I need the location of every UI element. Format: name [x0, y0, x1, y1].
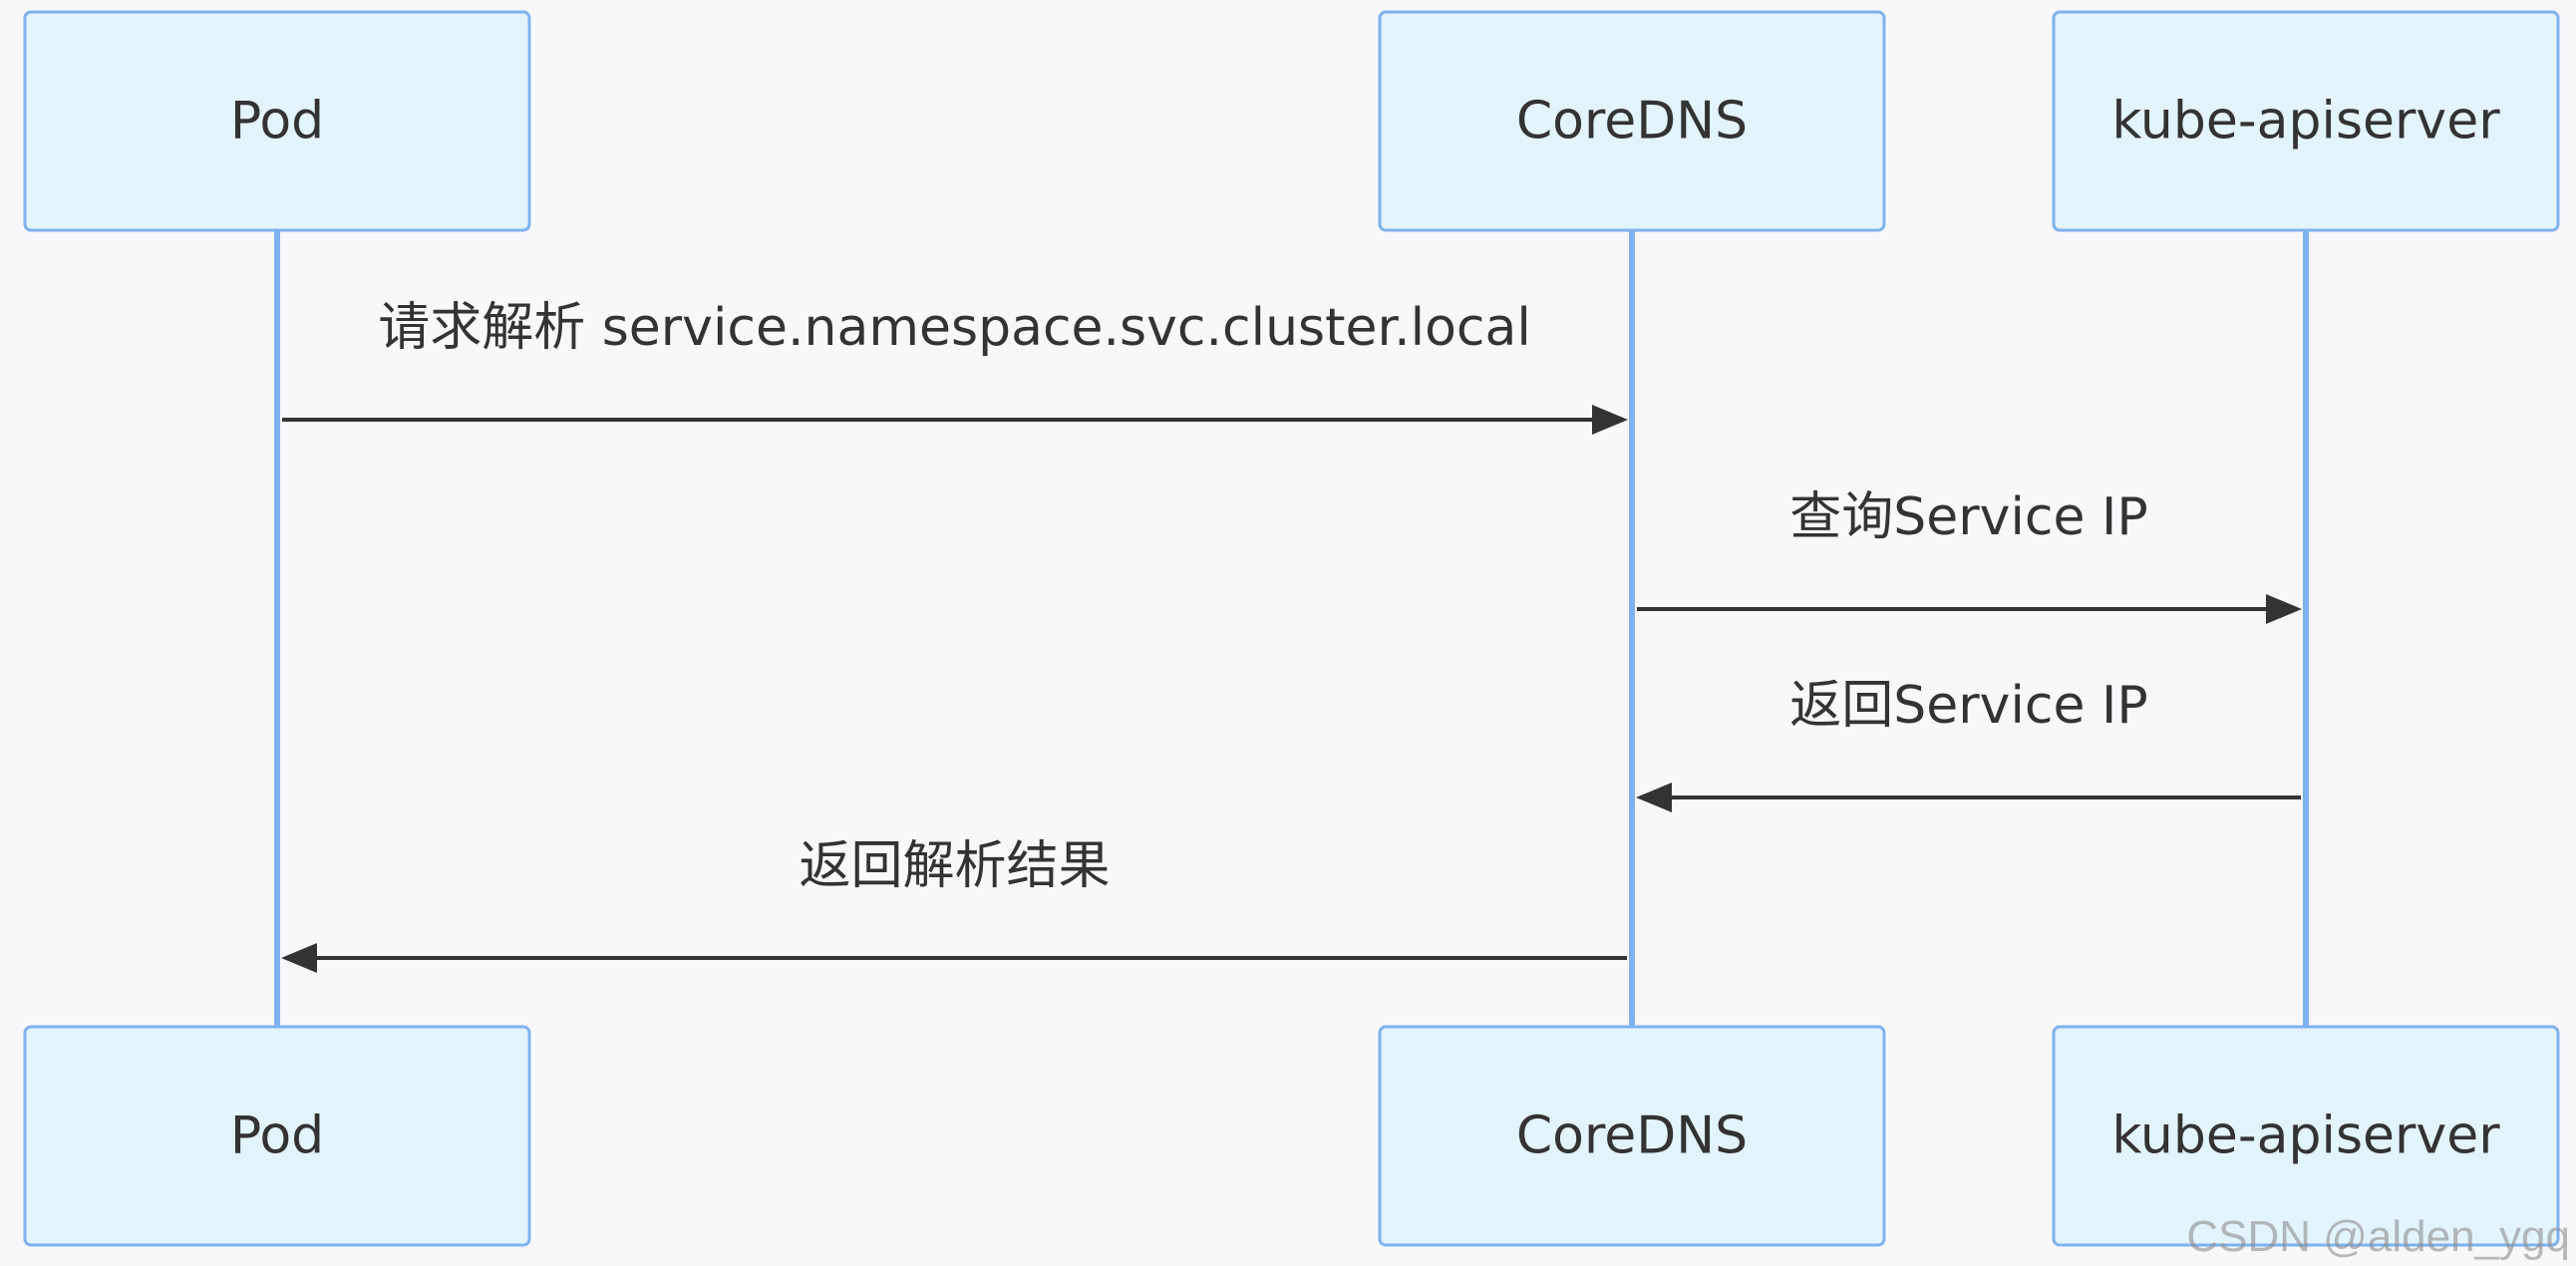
actor-label: CoreDNS [1516, 92, 1748, 152]
message-4: 返回解析结果 [281, 836, 1627, 973]
actor-box [23, 1025, 531, 1247]
actor-label: CoreDNS [1516, 1107, 1748, 1166]
lifelines [274, 230, 2309, 1027]
actor-top-coredns: CoreDNS [1378, 10, 1886, 232]
actors-bottom: Pod CoreDNS kube-apiserver [23, 1025, 2560, 1247]
message-2: 查询Service IP [1637, 487, 2302, 624]
arrowhead [1592, 405, 1628, 435]
message-label: 返回Service IP [1789, 676, 2147, 736]
arrowhead [2266, 594, 2302, 624]
message-label: 查询Service IP [1789, 487, 2147, 547]
actor-bottom-pod: Pod [23, 1025, 531, 1247]
actor-label: kube-apiserver [2111, 1107, 2500, 1166]
arrowhead [1636, 783, 1672, 812]
watermark: CSDN @alden_ygq [2186, 1212, 2570, 1261]
actor-label: kube-apiserver [2111, 92, 2500, 152]
arrowhead [281, 943, 317, 973]
actor-label: Pod [230, 1107, 324, 1166]
actor-box [23, 10, 531, 232]
actor-top-apiserver: kube-apiserver [2052, 10, 2560, 232]
actors-top: Pod CoreDNS kube-apiserver [23, 10, 2560, 232]
actor-bottom-coredns: CoreDNS [1378, 1025, 1886, 1247]
actor-label: Pod [230, 92, 324, 152]
message-3: 返回Service IP [1636, 676, 2301, 812]
message-1: 请求解析 service.namespace.svc.cluster.local [282, 298, 1628, 435]
message-label: 请求解析 service.namespace.svc.cluster.local [378, 298, 1531, 358]
actor-box [2052, 1025, 2560, 1247]
actor-box [2052, 10, 2560, 232]
actor-box [1378, 1025, 1886, 1247]
message-label: 返回解析结果 [799, 836, 1110, 896]
actor-top-pod: Pod [23, 10, 531, 232]
messages: 请求解析 service.namespace.svc.cluster.local… [281, 298, 2302, 973]
actor-box [1378, 10, 1886, 232]
actor-bottom-apiserver: kube-apiserver [2052, 1025, 2560, 1247]
